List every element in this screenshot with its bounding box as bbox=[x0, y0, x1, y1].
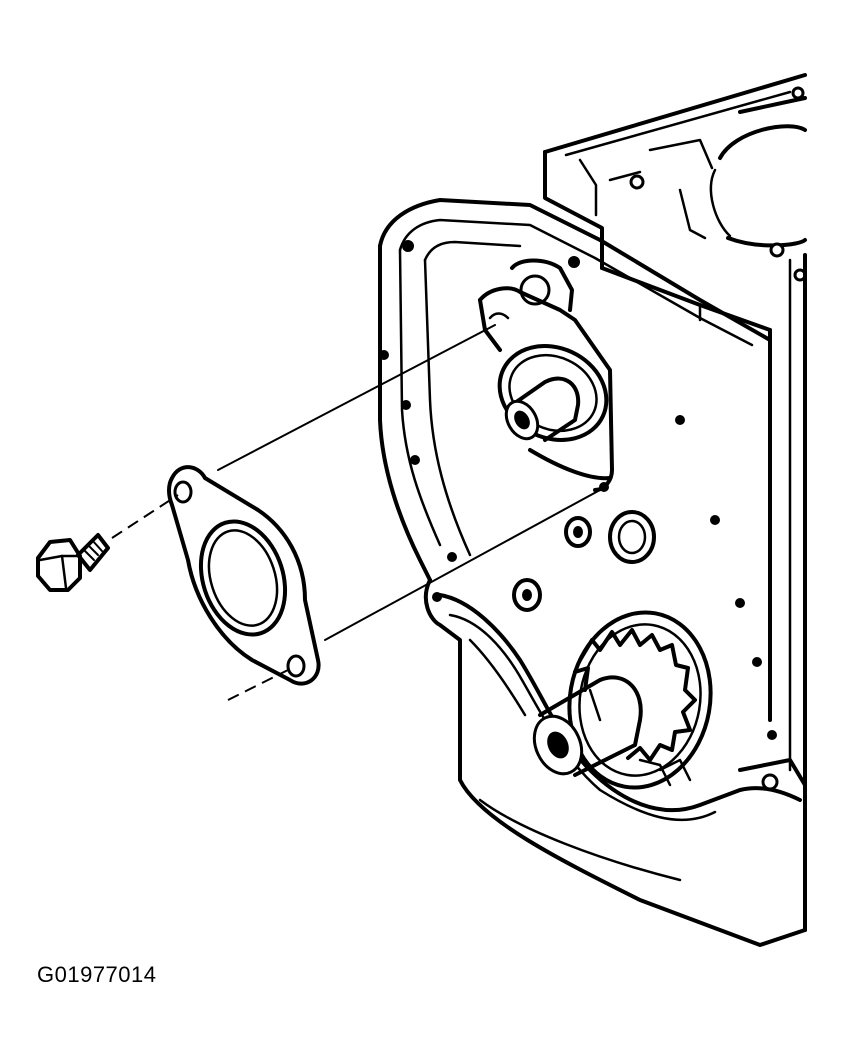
front-cover bbox=[378, 198, 807, 947]
oil-pump-housing bbox=[478, 258, 614, 492]
figure-id-label: G01977014 bbox=[37, 962, 157, 987]
crankshaft-sprocket bbox=[532, 610, 713, 790]
bolt bbox=[36, 533, 110, 592]
gasket-bolt-hole-upper bbox=[173, 480, 193, 504]
alignment-lines bbox=[111, 324, 601, 701]
oil-pump-cover-gasket bbox=[167, 465, 321, 686]
oil-seal-and-fasteners bbox=[512, 510, 656, 612]
engine-block bbox=[543, 73, 807, 932]
gasket-bolt-hole-lower bbox=[286, 654, 306, 678]
